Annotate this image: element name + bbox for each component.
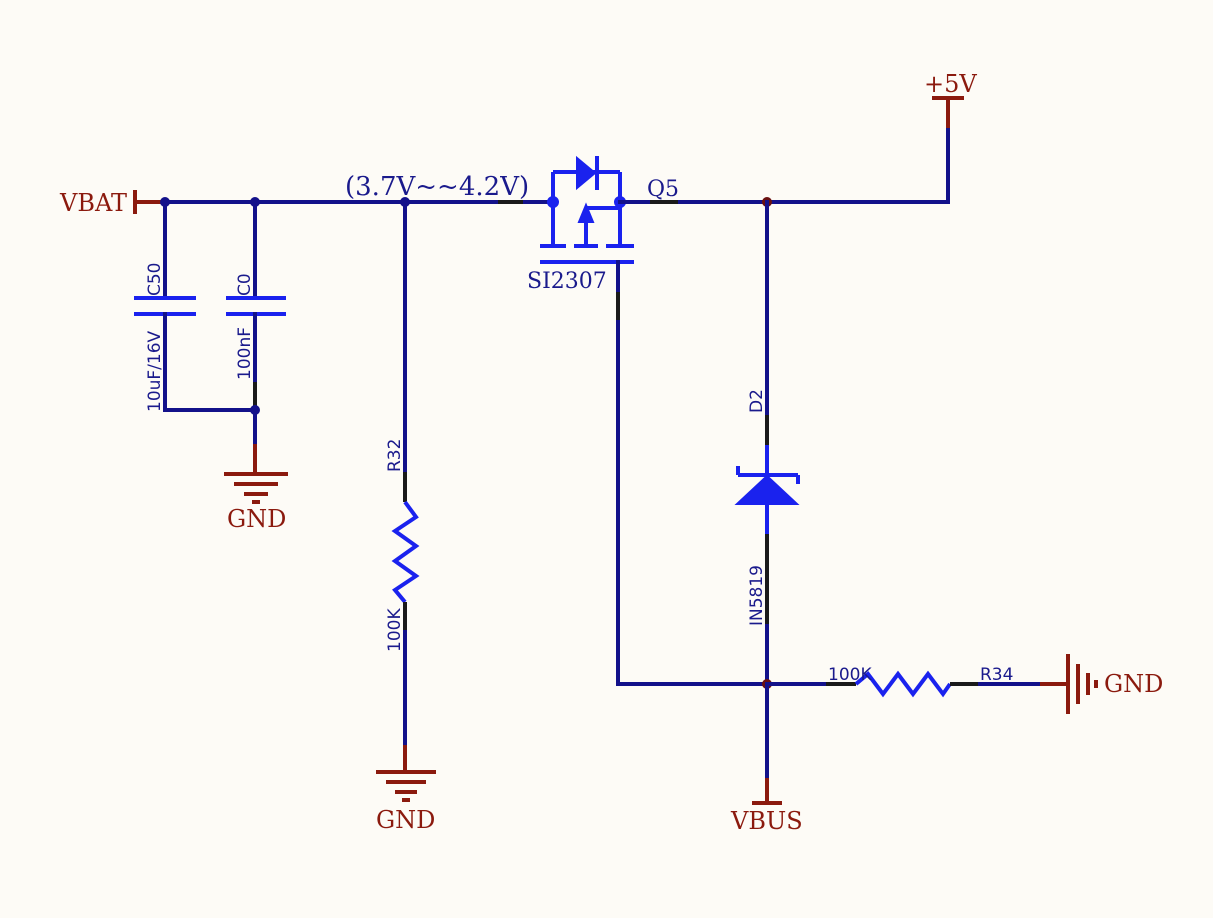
capacitor-c0: C0 100nF: [226, 200, 286, 410]
diode-d2: D2 IN5819: [734, 200, 800, 686]
d2-part: IN5819: [747, 565, 767, 626]
cap-ground-net: [163, 405, 260, 474]
gnd-label-r34: GND: [1104, 670, 1163, 698]
voltage-range-label: (3.7V~~4.2V): [345, 172, 529, 202]
d2-designator: D2: [747, 389, 767, 413]
r34-value: 100K: [828, 665, 872, 685]
c0-value: 100nF: [235, 327, 255, 380]
gnd-label-r32: GND: [376, 806, 435, 834]
plus5v-label: +5V: [924, 70, 977, 98]
q5-part: SI2307: [527, 269, 607, 294]
c0-designator: C0: [235, 273, 255, 296]
q5-designator: Q5: [647, 177, 679, 202]
c50-designator: C50: [145, 262, 165, 296]
vbus-port: VBUS: [730, 682, 803, 835]
gnd-symbol-r32: GND: [376, 770, 436, 834]
gnd-symbol-caps: GND: [224, 472, 288, 533]
vbus-label: VBUS: [730, 807, 803, 835]
capacitor-c50: C50 10uF/16V: [134, 200, 196, 412]
resistor-r32: R32 100K: [385, 200, 420, 772]
gate-wire: [616, 320, 769, 686]
vbat-port: VBAT: [59, 189, 163, 217]
mosfet-q5: SI2307 Q5: [527, 155, 679, 322]
r32-value: 100K: [385, 608, 405, 652]
r32-designator: R32: [385, 439, 405, 472]
gnd-label-caps: GND: [227, 505, 286, 533]
r34-designator: R34: [980, 665, 1013, 685]
gnd-symbol-r34: GND: [1066, 654, 1163, 714]
c50-value: 10uF/16V: [145, 330, 165, 412]
resistor-r34: 100K R34: [765, 665, 1068, 698]
plus5v-rail: [618, 96, 964, 204]
vbat-label: VBAT: [59, 189, 127, 217]
